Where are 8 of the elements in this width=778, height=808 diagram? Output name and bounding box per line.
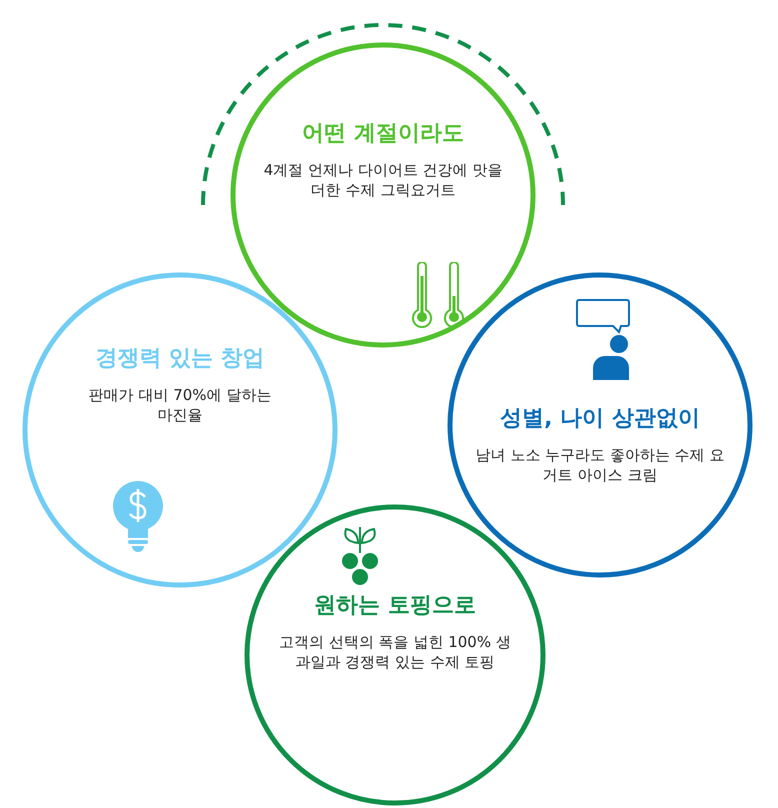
panel-title: 성별, 나이 상관없이	[500, 405, 700, 432]
panel-description: 판매가 대비 70%에 달하는 마진율	[88, 384, 272, 426]
panel-title: 원하는 토핑으로	[314, 592, 476, 620]
panel-title: 경쟁력 있는 창업	[95, 345, 265, 372]
panel-description: 고객의 선택의 폭을 넓힌 100% 생과일과 경쟁력 있는 수제 토핑	[278, 632, 512, 673]
panel-description: 4계절 언제나 다이어트 건강에 맛을 더한 수제 그릭요거트	[262, 160, 504, 201]
panel-title: 어떤 계절이라도	[302, 120, 464, 148]
panel-description: 남녀 노소 누구라도 좋아하는 수제 요거트 아이스 크림	[475, 444, 725, 486]
